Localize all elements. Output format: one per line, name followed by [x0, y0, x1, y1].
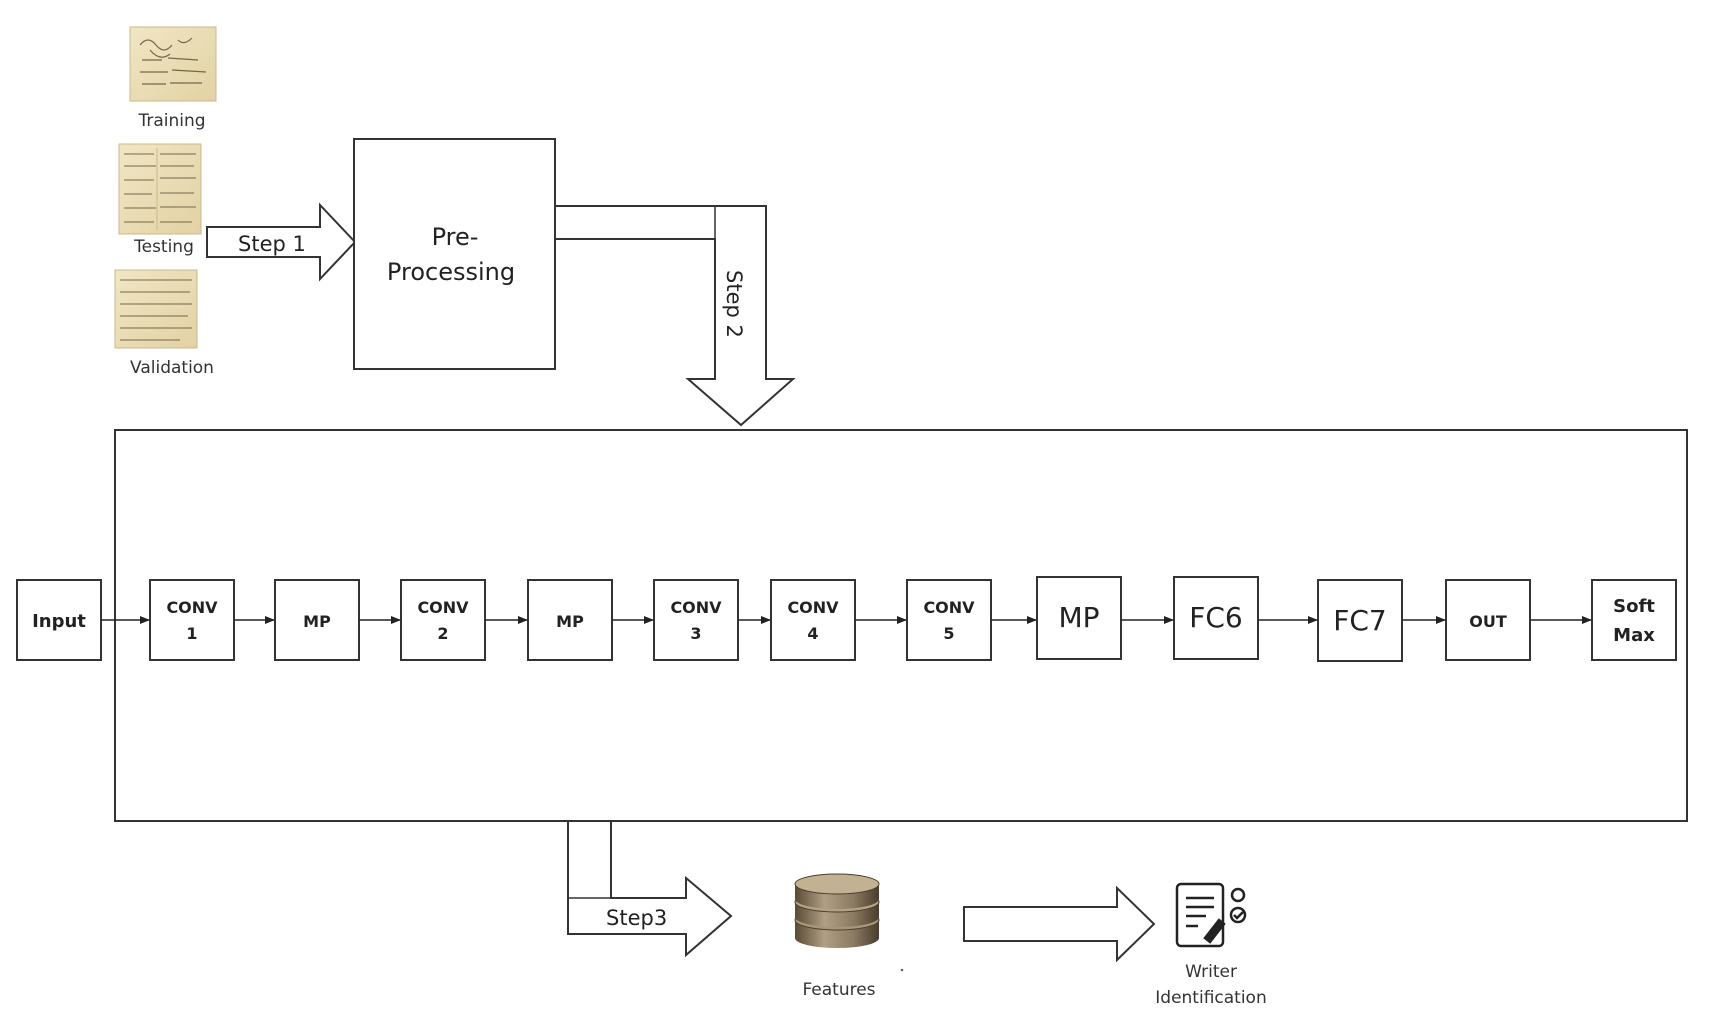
features-label: Features: [802, 980, 875, 1000]
layer-conv5-label: CONV: [923, 598, 975, 617]
layer-conv3-label: CONV: [670, 598, 722, 617]
layer-conv2-label: CONV: [417, 598, 469, 617]
validation-thumbnail: [114, 269, 198, 349]
layer-conv1-label: CONV: [166, 598, 218, 617]
layer-input-label: Input: [32, 611, 86, 632]
layer-mp1-label: MP: [303, 612, 331, 631]
layer-conv2-index: 2: [437, 624, 448, 643]
testing-label: Testing: [133, 237, 194, 257]
layer-out-box: [1445, 579, 1531, 661]
writer-label-line1: Writer: [1185, 962, 1237, 982]
step2-arrow: [554, 205, 796, 427]
stray-dot: [900, 968, 904, 972]
layer-softmax-box: [1591, 579, 1677, 661]
preprocessing-line1: Pre-: [432, 223, 479, 251]
training-label: Training: [137, 111, 205, 131]
layer-conv3-box: [653, 579, 739, 661]
document-check-icon: [1175, 882, 1247, 948]
database-icon: [794, 873, 880, 948]
preprocessing-line2: Processing: [387, 258, 515, 286]
validation-label: Validation: [130, 358, 214, 378]
layer-mp2-label: MP: [556, 612, 584, 631]
layer-conv1-box: [149, 579, 235, 661]
layer-softmax-line1: Soft: [1613, 596, 1655, 617]
layer-conv1-index: 1: [186, 624, 197, 643]
step2-label: Step 2: [722, 270, 746, 338]
layer-fc7-box: [1317, 579, 1403, 662]
preprocessing-box: [353, 138, 556, 370]
layer-mp2-box: [527, 579, 613, 661]
layer-fc6-box: [1173, 576, 1259, 660]
writer-label-line2: Identification: [1155, 988, 1266, 1008]
step1-label: Step 1: [238, 232, 306, 256]
layer-conv5-box: [906, 579, 992, 661]
layer-conv2-box: [400, 579, 486, 661]
layer-conv4-box: [770, 579, 856, 661]
layer-conv4-index: 4: [807, 624, 818, 643]
layer-input-box: [16, 579, 102, 661]
layer-mp3-box: [1036, 576, 1122, 660]
layer-mp3-label: MP: [1058, 601, 1099, 634]
layer-softmax-line2: Max: [1613, 625, 1655, 646]
network-layers: Input CONV 1 MP CONV 2 MP CONV 3 CONV 4 …: [16, 576, 1677, 662]
features-to-writer-arrow: [963, 885, 1156, 963]
step3-label: Step3: [606, 906, 667, 930]
layer-conv3-index: 3: [690, 624, 701, 643]
layer-fc6-label: FC6: [1189, 601, 1242, 634]
training-thumbnail: [129, 26, 217, 102]
layer-conv4-label: CONV: [787, 598, 839, 617]
layer-out-label: OUT: [1469, 612, 1507, 631]
layer-conv5-index: 5: [943, 624, 954, 643]
network-frame: [114, 429, 1688, 822]
step1-arrow: [206, 202, 357, 282]
testing-thumbnail: [118, 143, 202, 235]
step3-arrow: [567, 820, 733, 958]
layer-fc7-label: FC7: [1333, 604, 1386, 637]
